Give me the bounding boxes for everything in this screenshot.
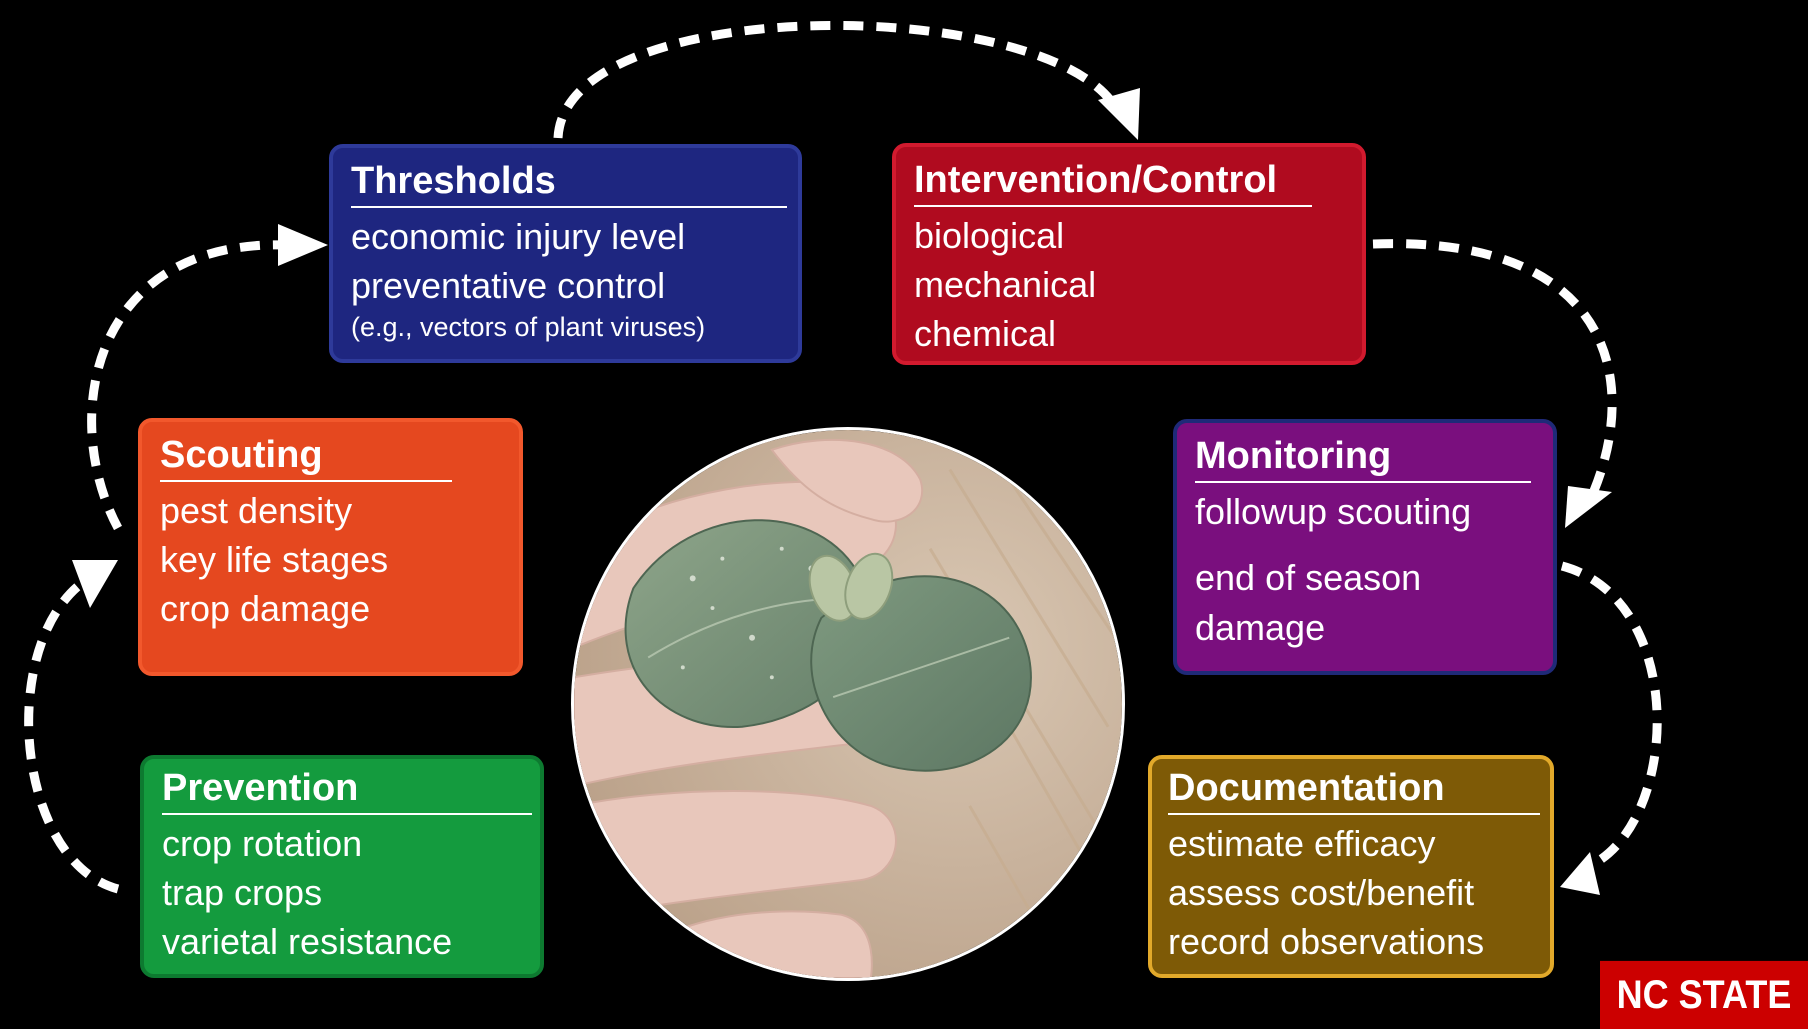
documentation-item: estimate efficacy [1168, 819, 1534, 868]
intervention-item: biological [914, 211, 1346, 260]
logo-text: NC STATE [1617, 972, 1792, 1018]
monitoring-box: Monitoring followup scouting end of seas… [1173, 419, 1557, 675]
arrow-thresholds-to-intervention [558, 25, 1118, 138]
arrowhead-icon [278, 224, 328, 266]
scouting-title: Scouting [160, 432, 452, 482]
scouting-item: pest density [160, 486, 503, 535]
thresholds-box: Thresholds economic injury level prevent… [329, 144, 802, 363]
nc-state-logo: NC STATE [1600, 961, 1808, 1029]
intervention-title: Intervention/Control [914, 157, 1312, 207]
thresholds-note: (e.g., vectors of plant viruses) [351, 310, 782, 344]
prevention-item: trap crops [162, 868, 524, 917]
arrowhead-icon [1565, 486, 1612, 528]
documentation-box: Documentation estimate efficacy assess c… [1148, 755, 1554, 978]
prevention-title: Prevention [162, 765, 532, 815]
intervention-item: mechanical [914, 260, 1346, 309]
prevention-item: varietal resistance [162, 917, 524, 966]
monitoring-item: followup scouting [1195, 487, 1537, 537]
arrow-prevention-to-scouting [29, 572, 118, 889]
monitoring-title: Monitoring [1195, 433, 1531, 483]
documentation-title: Documentation [1168, 765, 1540, 815]
scouting-item: key life stages [160, 535, 503, 584]
monitoring-item: end of season [1195, 553, 1537, 603]
scouting-item: crop damage [160, 584, 503, 633]
thresholds-title: Thresholds [351, 158, 787, 208]
thresholds-item: economic injury level [351, 212, 782, 261]
thresholds-item: preventative control [351, 261, 782, 310]
monitoring-item: damage [1195, 603, 1537, 653]
arrowhead-icon [72, 560, 118, 608]
scouting-box: Scouting pest density key life stages cr… [138, 418, 523, 676]
arrow-monitoring-to-documentation [1562, 566, 1657, 868]
prevention-item: crop rotation [162, 819, 524, 868]
seedling-photo [571, 427, 1125, 981]
intervention-control-box: Intervention/Control biological mechanic… [892, 143, 1366, 365]
seedling-in-hand-image [574, 430, 1122, 978]
documentation-item: assess cost/benefit [1168, 868, 1534, 917]
intervention-item: chemical [914, 309, 1346, 358]
prevention-box: Prevention crop rotation trap crops vari… [140, 755, 544, 978]
arrowhead-icon [1560, 852, 1600, 895]
documentation-item: record observations [1168, 917, 1534, 966]
arrowhead-icon [1098, 88, 1140, 140]
